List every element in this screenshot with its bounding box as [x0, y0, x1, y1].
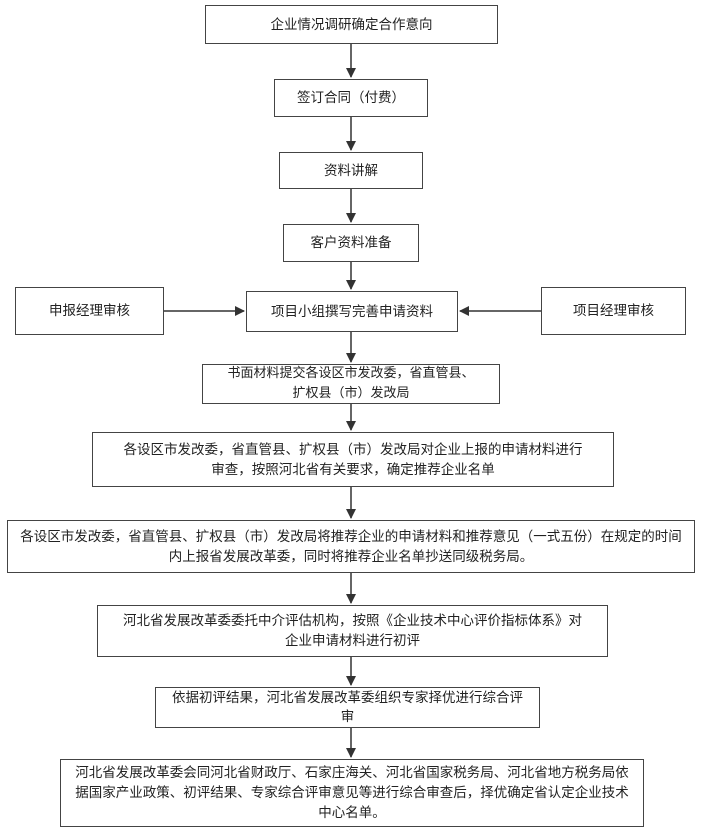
step-municipal-review: 各设区市发改委，省直管县、扩权县（市）发改局对企业上报的申请材料进行审查，按照河… — [92, 432, 614, 487]
step-preliminary-evaluation: 河北省发展改革委委托中介评估机构，按照《企业技术中心评价指标体系》对企业申请材料… — [97, 605, 608, 657]
step-project-team-writing: 项目小组撰写完善申请资料 — [246, 291, 458, 332]
step-sign-contract: 签订合同（付费） — [274, 79, 428, 117]
step-expert-review: 依据初评结果，河北省发展改革委组织专家择优进行综合评审 — [155, 687, 540, 728]
side-declaration-manager-review: 申报经理审核 — [15, 287, 164, 335]
step-final-determination: 河北省发展改革委会同河北省财政厅、石家庄海关、河北省国家税务局、河北省地方税务局… — [60, 759, 644, 827]
step-research-intent: 企业情况调研确定合作意向 — [205, 5, 498, 44]
side-project-manager-review: 项目经理审核 — [541, 287, 686, 335]
step-client-materials: 客户资料准备 — [283, 224, 419, 262]
step-report-to-province: 各设区市发改委，省直管县、扩权县（市）发改局将推荐企业的申请材料和推荐意见（一式… — [7, 520, 695, 573]
step-material-explanation: 资料讲解 — [279, 152, 423, 189]
step-submit-documents: 书面材料提交各设区市发改委，省直管县、扩权县（市）发改局 — [202, 364, 500, 404]
